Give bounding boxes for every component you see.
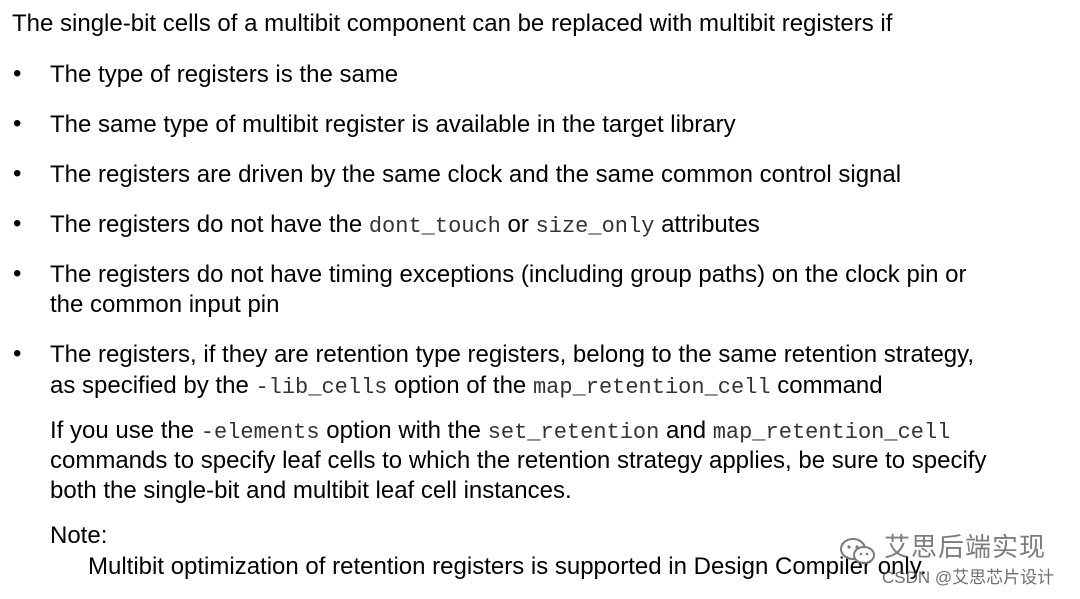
text-segment: command (770, 372, 883, 399)
intro-text: The single-bit cells of a multibit compo… (12, 10, 893, 37)
list-item-text: The registers do not have timing excepti… (50, 261, 967, 288)
code-size-only: size_only (535, 214, 655, 239)
list-item-text: The registers, if they are retention typ… (50, 341, 975, 368)
text-segment: The registers do not have the (50, 211, 369, 238)
list-item-text: The same type of multibit register is av… (50, 111, 736, 138)
text-segment: as specified by the (50, 372, 256, 399)
list-item-text: The type of registers is the same (50, 61, 399, 88)
list-item-text: The registers do not have the dont_touch… (50, 209, 760, 242)
paragraph-line: commands to specify leaf cells to which … (50, 447, 987, 474)
bullet: • (13, 340, 22, 367)
code-dont-touch: dont_touch (368, 214, 501, 239)
code-elements: -elements (200, 420, 320, 445)
bullet: • (13, 160, 22, 187)
code-map-retention-cell: map_retention_cell (712, 420, 951, 445)
code-lib-cells: -lib_cells (255, 375, 388, 400)
watermark-credit: CSDN @艾思芯片设计 (882, 568, 1055, 587)
list-item-text: The registers are driven by the same clo… (50, 161, 902, 188)
text-segment: attributes (654, 211, 760, 238)
text-segment: and (659, 417, 713, 444)
paragraph-line: If you use the -elements option with the… (50, 415, 950, 448)
watermark-title: 艾思后端实现 (884, 532, 1047, 562)
list-item-text: the common input pin (50, 291, 280, 318)
bullet: • (13, 210, 22, 237)
text-segment: option of the (387, 372, 533, 399)
code-set-retention: set_retention (487, 420, 660, 445)
bullet: • (13, 110, 22, 137)
code-map-retention-cell: map_retention_cell (532, 375, 771, 400)
bullet: • (13, 60, 22, 87)
text-segment: If you use the (50, 417, 201, 444)
paragraph-line: both the single-bit and multibit leaf ce… (50, 477, 572, 504)
text-segment: option with the (319, 417, 488, 444)
list-item-text: as specified by the -lib_cells option of… (50, 370, 883, 403)
bullet: • (13, 260, 22, 287)
note-text: Multibit optimization of retention regis… (88, 553, 927, 580)
text-segment: or (500, 211, 536, 238)
wechat-icon (840, 538, 875, 564)
note-label: Note: (50, 522, 108, 549)
